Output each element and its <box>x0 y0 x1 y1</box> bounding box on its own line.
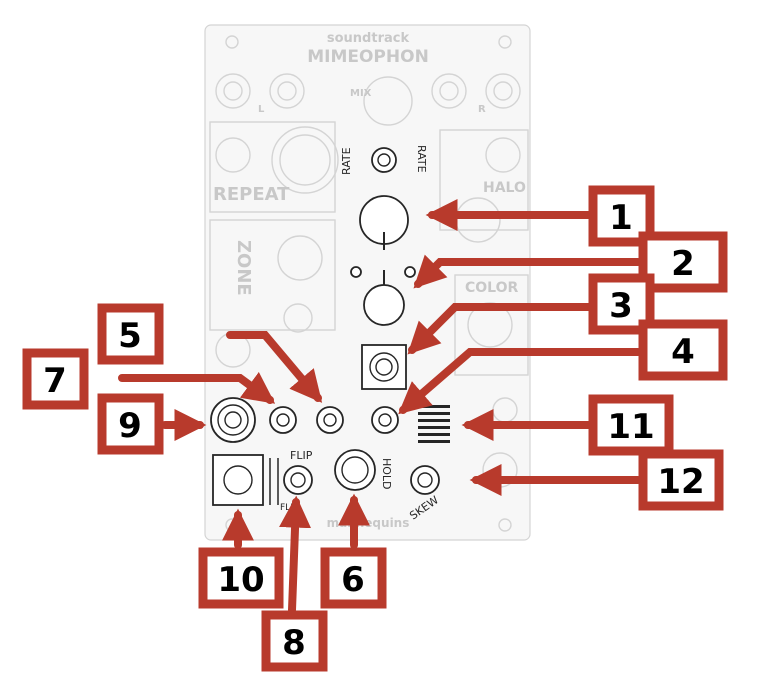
ghost-label-l: L <box>258 104 265 115</box>
ghost-label-halo: HALO <box>483 180 526 196</box>
svg-text:8: 8 <box>282 623 306 663</box>
ghost-maker: mannequins <box>327 516 410 530</box>
callout-10: 10 <box>198 547 284 609</box>
svg-text:4: 4 <box>671 332 695 372</box>
callout-4: 4 <box>638 319 728 381</box>
arrow-5 <box>226 331 323 403</box>
module-name: MIMEOPHON <box>307 47 429 67</box>
ghost-label-color: COLOR <box>465 280 518 296</box>
callout-labels: 1 2 3 4 5 6 7 8 <box>22 185 728 672</box>
svg-text:12: 12 <box>657 462 704 502</box>
ghost-jack <box>269 73 305 109</box>
callout-9: 9 <box>97 393 164 455</box>
arrow-4 <box>398 348 642 415</box>
brand-text: soundtrack <box>327 31 410 46</box>
ghost-jack <box>431 73 467 109</box>
svg-text:9: 9 <box>118 406 142 446</box>
svg-text:11: 11 <box>607 407 654 447</box>
rate-label-left: RATE <box>340 147 353 175</box>
svg-text:3: 3 <box>609 286 633 326</box>
callout-12: 12 <box>638 449 724 511</box>
callout-8: 8 <box>261 610 328 672</box>
flip-label-top: FLIP <box>290 449 313 462</box>
arrow-3 <box>407 303 594 355</box>
svg-text:5: 5 <box>118 316 142 356</box>
ghost-jack <box>215 73 251 109</box>
mount-hole <box>498 35 512 49</box>
callout-6: 6 <box>320 547 387 609</box>
callout-2: 2 <box>638 231 728 293</box>
callout-arrows <box>118 199 642 614</box>
svg-text:10: 10 <box>217 560 264 600</box>
mount-hole <box>225 35 239 49</box>
ghost-label-repeat: REPEAT <box>213 184 290 205</box>
level-meter <box>418 405 450 443</box>
hold-label: HOLD <box>380 458 393 490</box>
ghost-label-r: R <box>478 104 486 115</box>
svg-text:7: 7 <box>43 361 67 401</box>
ghost-label-zone: ZONE <box>233 240 254 296</box>
callout-5: 5 <box>97 303 164 365</box>
arrow-7 <box>118 371 276 404</box>
svg-text:1: 1 <box>609 198 633 238</box>
ghost-jack <box>485 73 521 109</box>
svg-text:6: 6 <box>341 560 365 600</box>
rate-label-right: RATE <box>415 145 428 173</box>
svg-text:2: 2 <box>671 244 695 284</box>
mount-hole <box>498 518 512 532</box>
arrow-2 <box>413 254 642 289</box>
callout-11: 11 <box>588 394 674 456</box>
ghost-mix-knob <box>363 76 413 126</box>
arrow-8 <box>279 495 312 614</box>
callout-7: 7 <box>22 348 89 410</box>
secondary-knob[interactable] <box>363 284 405 326</box>
ghost-label-mix: MIX <box>350 88 372 99</box>
